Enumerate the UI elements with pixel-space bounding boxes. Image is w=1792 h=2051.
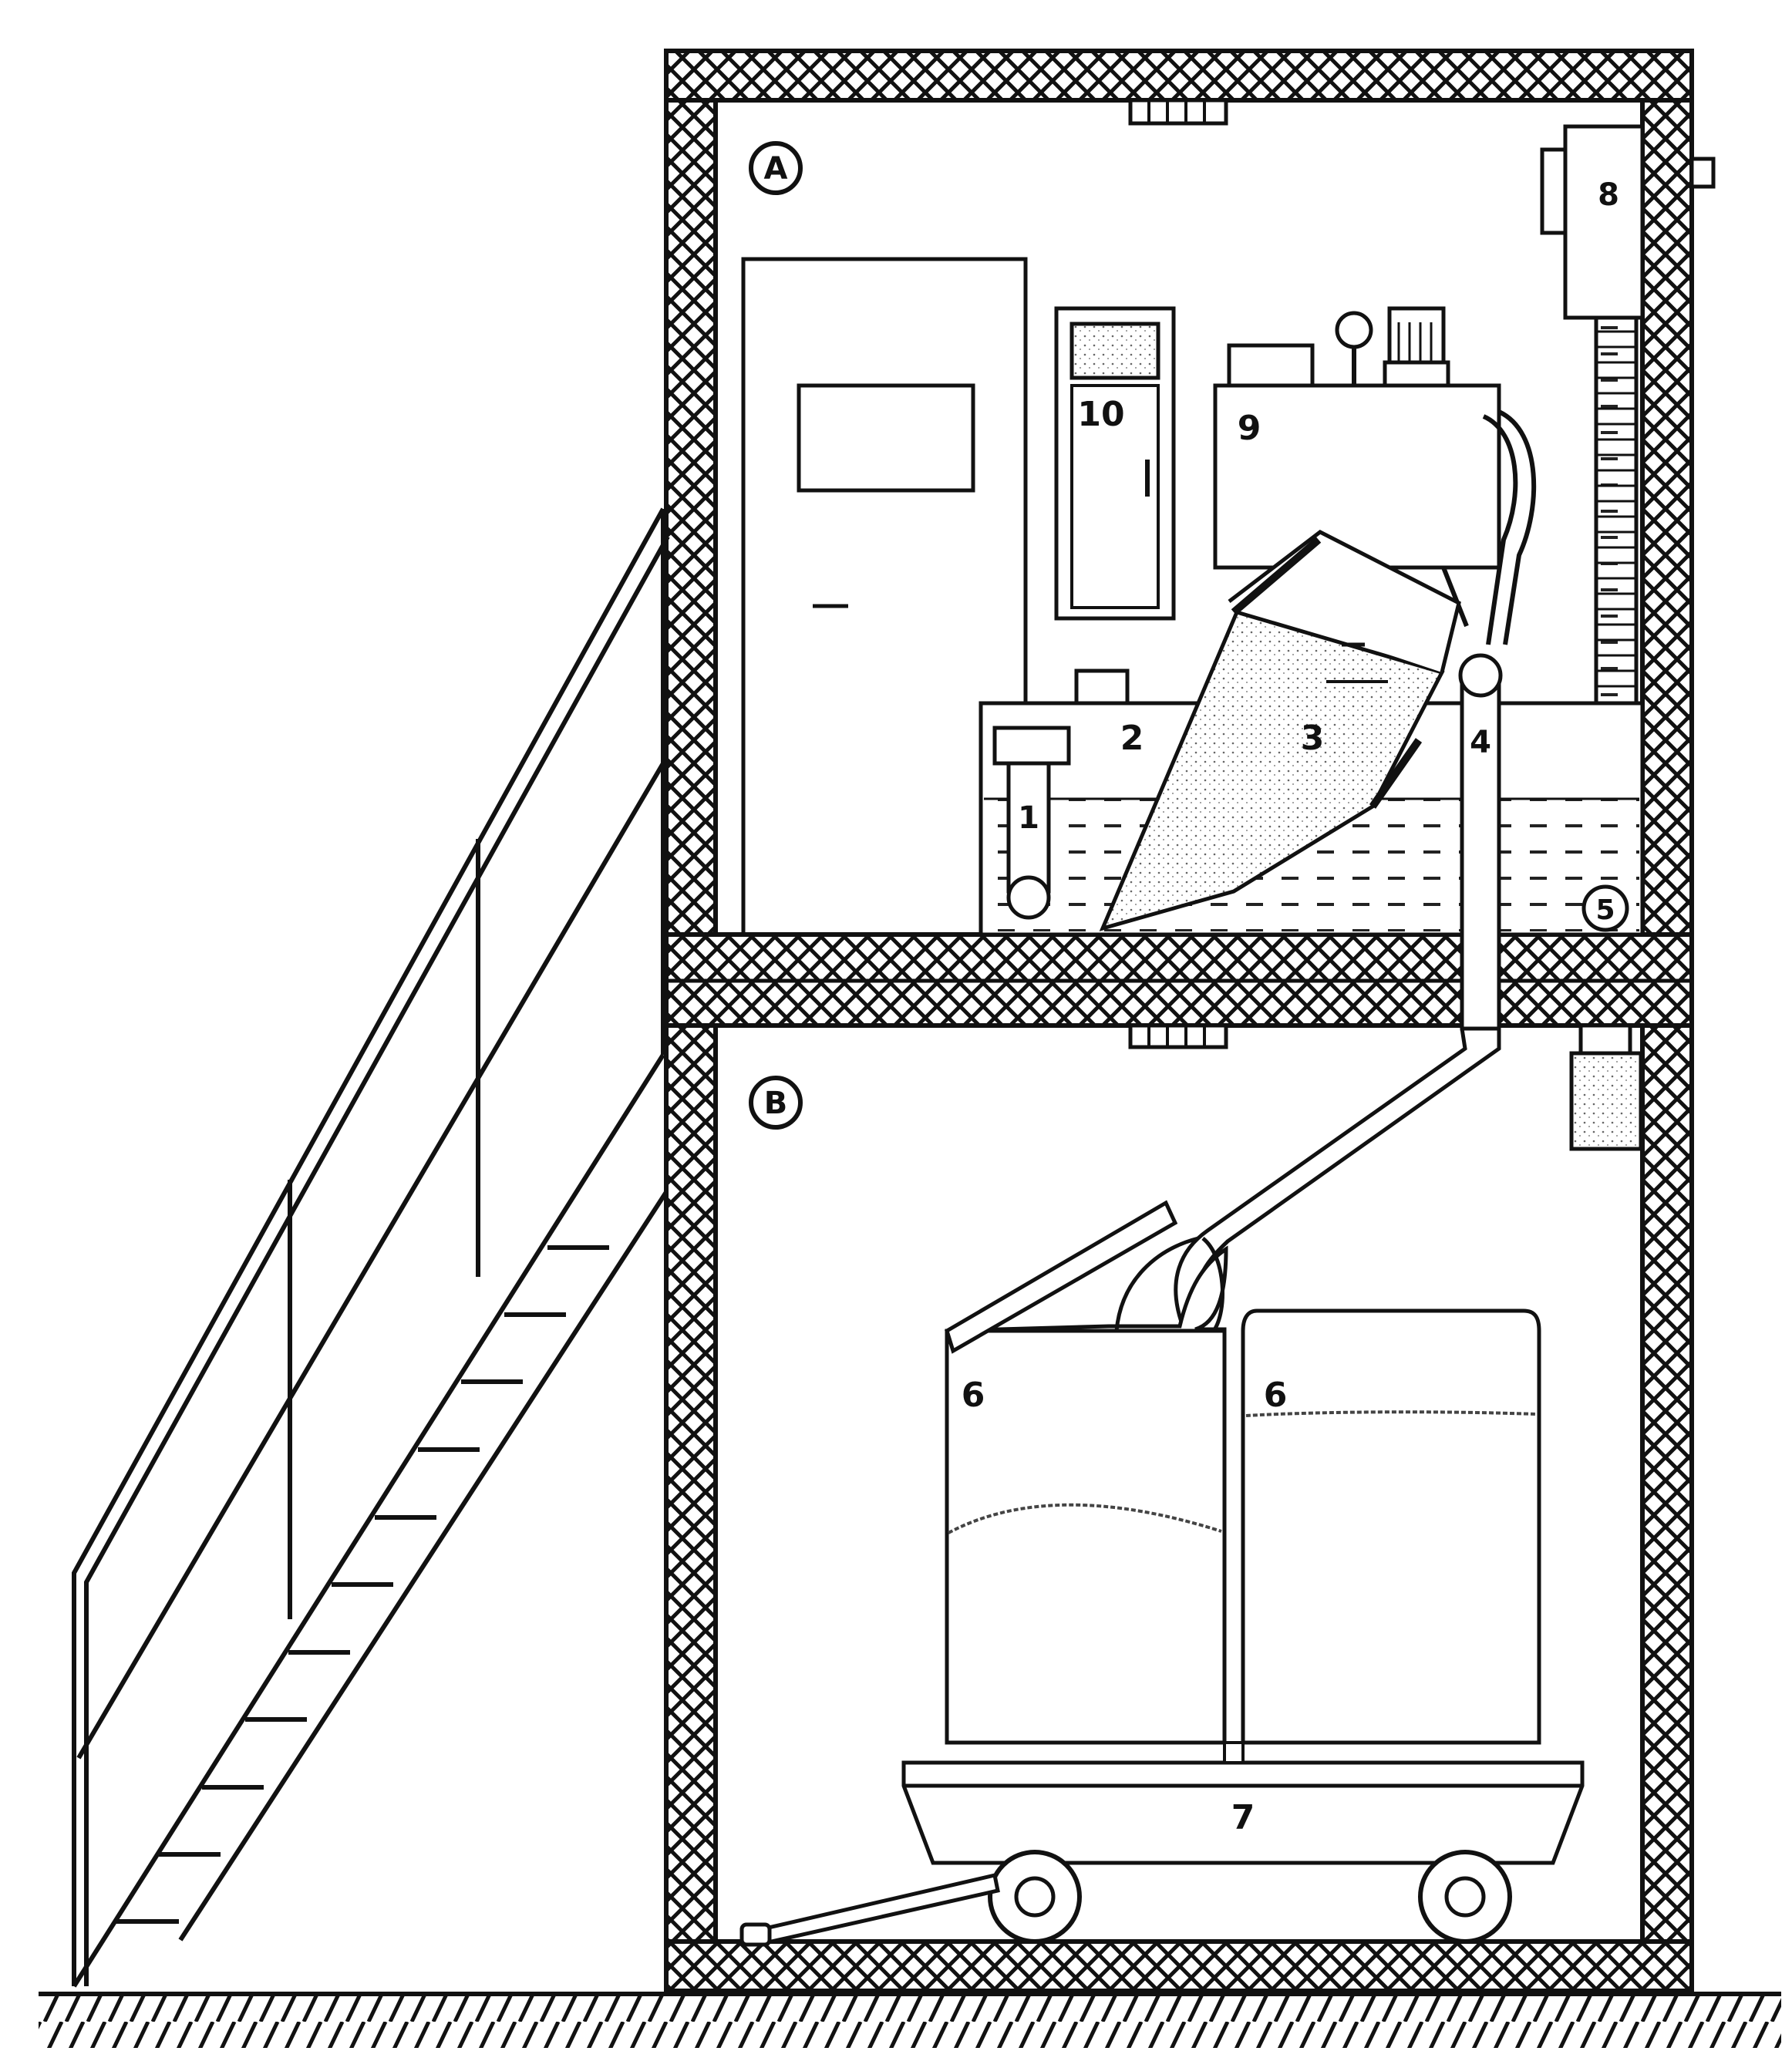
hoist-unit: 8	[1540, 124, 1716, 706]
label-8: 8	[1598, 177, 1619, 213]
room-label-b: B	[749, 1076, 803, 1130]
label-5: 5	[1595, 894, 1615, 926]
label-6-left: 6	[962, 1376, 985, 1415]
discharge-chute: 4	[1174, 653, 1503, 1329]
label-1: 1	[1018, 800, 1039, 836]
room-label-a: A	[749, 141, 803, 195]
bin-right: 6	[1241, 1308, 1541, 1745]
electrical-panel: 10	[1054, 306, 1176, 621]
svg-text:B: B	[764, 1086, 788, 1121]
label-4: 4	[1470, 725, 1491, 760]
label-2: 2	[1120, 719, 1144, 758]
fan-unit	[1569, 1023, 1643, 1151]
label-10: 10	[1077, 395, 1124, 434]
label-7: 7	[1231, 1798, 1255, 1837]
tilting-drum: 3	[1099, 530, 1461, 931]
label-6-right: 6	[1264, 1376, 1288, 1415]
cart: 7	[739, 1741, 1585, 1947]
pressure-gauge-icon	[1335, 311, 1373, 349]
control-cabinet	[741, 257, 1028, 937]
floor-vent	[1128, 1023, 1228, 1049]
hydraulic-unit: 9	[1213, 306, 1501, 570]
pump: 1	[992, 726, 1071, 920]
hydraulic-hoses	[1441, 409, 1537, 645]
svg-text:A: A	[764, 151, 788, 187]
bin-left: 6	[945, 1200, 1228, 1745]
ground	[39, 1992, 1781, 2048]
roof-vent	[1128, 98, 1228, 126]
staircase	[72, 507, 670, 1988]
label-9: 9	[1238, 409, 1261, 448]
label-3: 3	[1301, 719, 1325, 758]
